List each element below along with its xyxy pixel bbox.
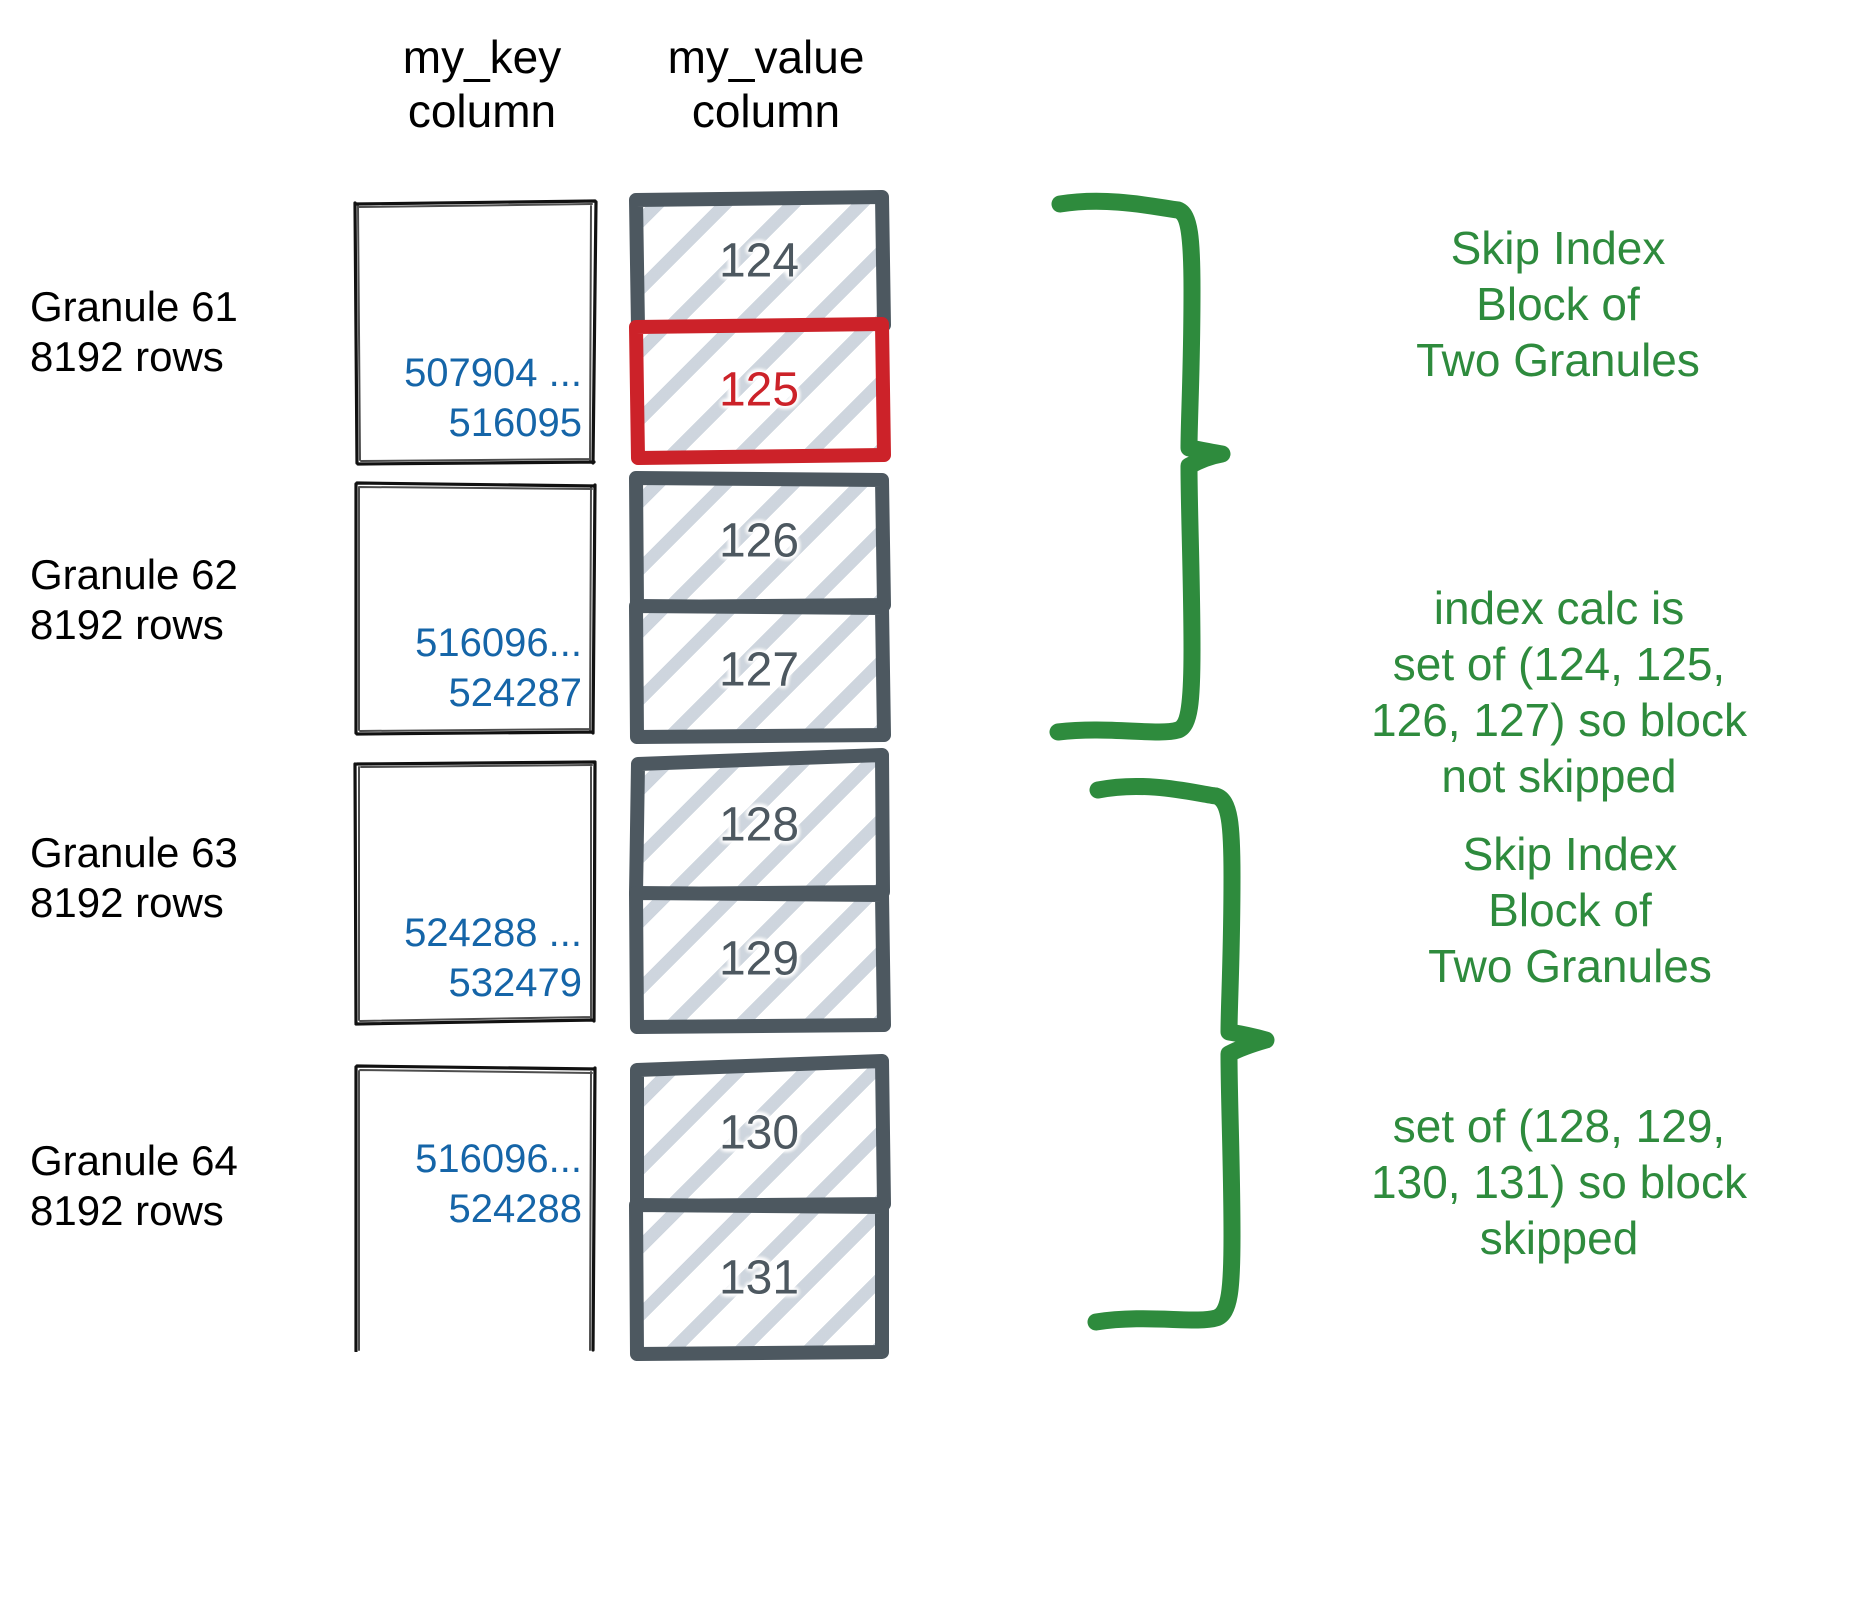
- my-value-column-header: my_value column: [667, 31, 865, 138]
- granule-label-63: Granule 63 8192 rows: [30, 829, 238, 927]
- key-box-granule-61: 507904 ... 516095: [352, 198, 598, 466]
- key-box-granule-62: 516096... 524287: [352, 478, 598, 736]
- value-number: 126: [718, 514, 800, 568]
- key-range-granule-62: 516096... 524287: [415, 621, 582, 715]
- my-key-column-header: my_key column: [402, 31, 562, 138]
- value-number: 128: [718, 798, 800, 852]
- skip-index-brace-top: [1049, 192, 1231, 741]
- key-box-granule-63: 524288 ... 532479: [352, 758, 598, 1026]
- value-number: 127: [718, 643, 800, 697]
- key-range-granule-64: 516096... 524288: [415, 1137, 582, 1231]
- granule-label-62: Granule 62 8192 rows: [30, 551, 238, 649]
- value-cell-128: 128: [629, 748, 890, 901]
- granule-label-64: Granule 64 8192 rows: [30, 1137, 238, 1235]
- key-range-granule-61: 507904 ... 516095: [404, 351, 582, 445]
- value-number: 129: [718, 932, 800, 986]
- granule-label-61: Granule 61 8192 rows: [30, 283, 238, 381]
- value-cell-131: 131: [629, 1198, 889, 1361]
- annotation-skip-index-block-top: Skip Index Block of Two Granules: [1416, 222, 1700, 387]
- value-cell-126: 126: [629, 471, 891, 614]
- annotation-index-calc-not-skipped: index calc is set of (124, 125, 126, 127…: [1371, 582, 1747, 803]
- value-number: 131: [718, 1251, 800, 1305]
- value-cell-124: 124: [629, 190, 891, 335]
- value-number-highlighted: 125: [718, 363, 800, 417]
- value-cell-127: 127: [629, 599, 891, 744]
- annotation-skip-index-block-bottom: Skip Index Block of Two Granules: [1428, 828, 1712, 993]
- value-number: 124: [718, 234, 800, 288]
- annotation-set-of-skipped: set of (128, 129, 130, 131) so block ski…: [1371, 1100, 1747, 1265]
- value-number: 130: [718, 1106, 800, 1160]
- value-cell-125: 125: [629, 317, 891, 465]
- key-range-granule-63: 524288 ... 532479: [404, 911, 582, 1005]
- value-cell-129: 129: [629, 886, 891, 1034]
- key-box-granule-64: 516096... 524288: [352, 1062, 598, 1352]
- value-cell-130: 130: [630, 1054, 891, 1213]
